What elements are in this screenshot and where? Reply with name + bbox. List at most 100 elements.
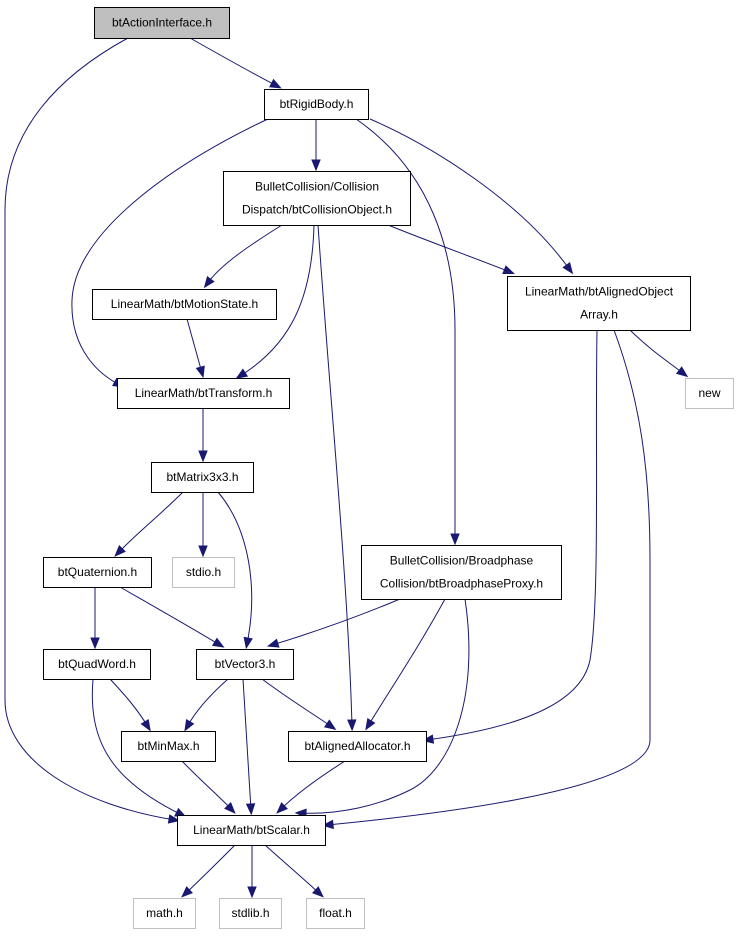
edge-btBroadphaseProxy-to-btVector3 — [266, 598, 401, 648]
node-stdio: stdio.h — [172, 557, 235, 588]
edge-line — [264, 844, 321, 895]
node-label: Collision/btBroadphaseProxy.h — [380, 577, 543, 591]
node-box — [151, 462, 254, 493]
edge-btActionInterface-to-btScalar — [4, 37, 181, 824]
node-btTransform[interactable]: LinearMath/btTransform.h — [117, 378, 290, 409]
node-label: btMatrix3x3.h — [166, 470, 238, 484]
edge-line — [261, 678, 333, 728]
node-new: new — [685, 378, 734, 409]
graph-nodes: btActionInterface.h btRigidBody.hBulletCo… — [43, 7, 734, 929]
edge-arrowhead — [198, 545, 208, 558]
edge-btQuaternion-to-btVector3 — [119, 586, 225, 648]
node-label: new — [698, 386, 720, 400]
edge-arrowhead — [347, 719, 357, 732]
node-label: btQuadWord.h — [58, 657, 136, 671]
edge-line — [71, 118, 269, 386]
edge-line — [186, 678, 229, 728]
edge-arrowhead — [675, 366, 689, 378]
edge-btScalar-to-float — [264, 844, 324, 898]
edge-line — [189, 37, 278, 87]
node-btAlignedAllocator[interactable]: btAlignedAllocator.h — [288, 731, 427, 762]
edge-btVector3-to-btMinMax — [184, 678, 229, 732]
node-btMatrix3x3[interactable]: btMatrix3x3.h — [151, 462, 254, 493]
node-btScalar[interactable]: LinearMath/btScalar.h — [177, 815, 326, 846]
node-btBroadphaseProxy[interactable]: BulletCollision/BroadphaseCollision/btBr… — [361, 545, 562, 600]
edge-btMatrix3x3-to-btQuaternion — [114, 491, 184, 557]
edge-btCollisionObject-to-btTransform — [235, 224, 315, 379]
edge-arrowhead — [195, 365, 205, 379]
node-box — [685, 378, 734, 409]
edge-btQuadWord-to-btMinMax — [109, 678, 151, 732]
edge-btRigidBody-to-btTransform — [71, 118, 269, 388]
node-label: stdlib.h — [231, 906, 269, 920]
node-label: Array.h — [580, 308, 618, 322]
edge-line — [629, 329, 685, 375]
edge-arrowhead — [245, 803, 256, 816]
edge-arrowhead — [224, 802, 236, 814]
edge-arrowhead — [181, 886, 193, 898]
node-box — [306, 898, 365, 929]
edge-line — [326, 329, 651, 826]
edge-arrowhead — [203, 275, 215, 289]
edge-arrowhead — [450, 533, 460, 546]
edge-line — [355, 118, 456, 540]
node-box — [219, 898, 282, 929]
node-label: LinearMath/btAlignedObject — [525, 285, 674, 299]
edge-btVector3-to-btAlignedAllocator — [261, 678, 337, 731]
node-box — [94, 7, 230, 39]
edge-arrowhead — [562, 261, 574, 275]
edge-btQuaternion-to-btQuadWord — [90, 587, 100, 650]
node-btMotionState[interactable]: LinearMath/btMotionState.h — [92, 289, 277, 320]
edge-line — [4, 37, 176, 821]
edge-line — [239, 224, 315, 377]
node-box — [133, 898, 196, 929]
node-float: float.h — [306, 898, 365, 929]
node-btActionInterface[interactable]: btActionInterface.h — [94, 7, 230, 39]
node-label: BulletCollision/Collision — [255, 180, 379, 194]
node-btQuaternion[interactable]: btQuaternion.h — [43, 557, 152, 588]
node-label: btRigidBody.h — [280, 97, 354, 111]
edge-btActionInterface-to-btRigidBody — [189, 37, 282, 89]
node-label: btVector3.h — [215, 657, 276, 671]
edge-btCollisionObject-to-btAlignedObjectArray — [387, 224, 515, 275]
edge-arrowhead — [276, 802, 288, 814]
edge-line — [91, 678, 183, 816]
node-box — [177, 815, 326, 846]
node-btVector3[interactable]: btVector3.h — [196, 649, 294, 680]
edge-arrowhead — [311, 159, 321, 172]
edge-line — [271, 598, 401, 646]
node-label: float.h — [319, 906, 352, 920]
node-box — [507, 276, 691, 331]
edge-btMinMax-to-btScalar — [181, 760, 236, 814]
edge-arrowhead — [247, 886, 257, 899]
node-label: BulletCollision/Broadphase — [390, 554, 534, 568]
edge-line — [279, 760, 346, 811]
edge-line — [299, 598, 470, 814]
edge-btBroadphaseProxy-to-btAlignedAllocator — [365, 598, 446, 731]
node-btRigidBody[interactable]: btRigidBody.h — [264, 89, 369, 120]
edge-arrowhead — [365, 717, 376, 731]
edge-arrowhead — [235, 368, 249, 379]
node-btQuadWord[interactable]: btQuadWord.h — [43, 649, 151, 680]
edge-line — [186, 318, 203, 374]
edge-btVector3-to-btScalar — [242, 678, 256, 816]
node-box — [361, 545, 562, 600]
node-box — [117, 378, 290, 409]
node-label: math.h — [146, 906, 183, 920]
edge-arrowhead — [211, 637, 225, 648]
node-btCollisionObject[interactable]: BulletCollision/CollisionDispatch/btColl… — [223, 171, 411, 226]
node-label: LinearMath/btTransform.h — [135, 386, 273, 400]
edge-line — [367, 598, 446, 727]
node-box — [92, 289, 277, 320]
edge-btAlignedObjectArray-to-btAlignedAllocator — [421, 329, 598, 744]
edge-btTransform-to-btMatrix3x3 — [198, 408, 208, 463]
node-box — [264, 89, 369, 120]
node-label: btAlignedAllocator.h — [304, 739, 410, 753]
edge-btScalar-to-stdlib — [247, 845, 257, 899]
node-btMinMax[interactable]: btMinMax.h — [121, 731, 216, 762]
edge-btAlignedObjectArray-to-new — [629, 329, 689, 378]
node-box — [43, 557, 152, 588]
edge-btRigidBody-to-btBroadphaseProxy — [355, 118, 460, 546]
